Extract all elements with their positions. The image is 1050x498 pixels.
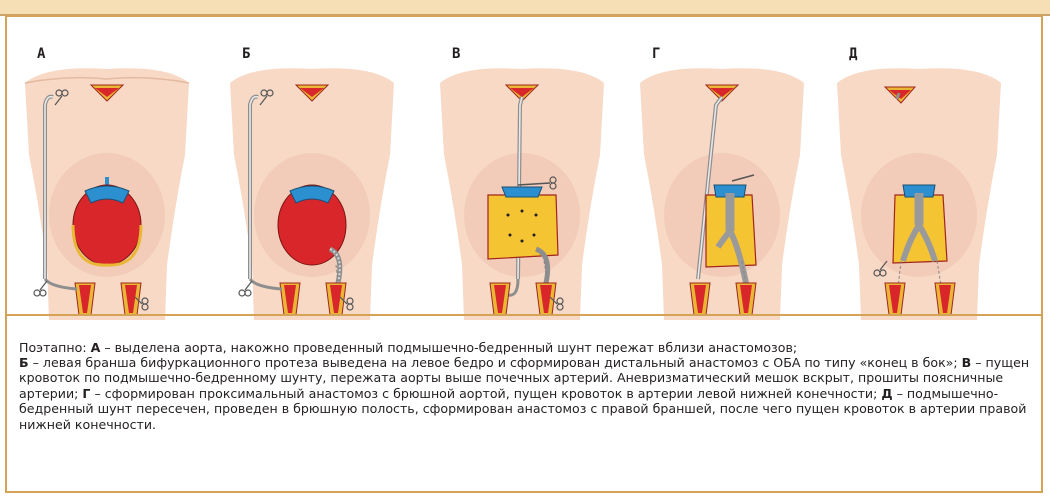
panel-e-illustration bbox=[819, 35, 1019, 325]
panel-b: Б bbox=[212, 35, 412, 325]
panel-letter: Д bbox=[849, 46, 857, 62]
caption-letter-e: Д bbox=[881, 386, 892, 401]
panel-letter: В bbox=[452, 46, 460, 62]
caption-step-d: – сформирован проксимальный анастомоз с … bbox=[90, 386, 881, 401]
panel-letter: Г bbox=[652, 46, 660, 62]
panel-e: Д bbox=[819, 35, 1019, 325]
ligated-graft-stub bbox=[897, 93, 899, 99]
panel-c-illustration bbox=[422, 35, 622, 325]
panel-a-illustration bbox=[7, 35, 207, 325]
caption-letter-a: А bbox=[91, 340, 101, 355]
panel-d: Г bbox=[622, 35, 822, 325]
panel-d-illustration bbox=[622, 35, 822, 325]
panel-b-illustration bbox=[212, 35, 412, 325]
figure-caption: Поэтапно: А – выделена аорта, накожно пр… bbox=[19, 340, 1034, 432]
clamp-icon bbox=[239, 281, 252, 296]
caption-step-a: – выделена аорта, накожно проведенный по… bbox=[100, 340, 797, 355]
caption-step-b: – левая бранша бифуркационного протеза в… bbox=[29, 355, 962, 370]
caption-intro: Поэтапно: bbox=[19, 340, 91, 355]
panel-c: В bbox=[422, 35, 622, 325]
top-accent-band bbox=[0, 0, 1050, 16]
panel-letter: Б bbox=[242, 46, 250, 62]
caption-letter-b: Б bbox=[19, 355, 29, 370]
panel-a: А bbox=[7, 35, 207, 325]
figure-frame: А Б bbox=[5, 15, 1043, 493]
panel-letter: А bbox=[37, 46, 45, 62]
clamp-icon bbox=[34, 281, 47, 296]
caption-letter-c: В bbox=[962, 355, 972, 370]
caption-separator bbox=[7, 314, 1041, 316]
opened-aneurysm-sac bbox=[488, 195, 558, 259]
aneurysm-neck bbox=[502, 187, 542, 197]
